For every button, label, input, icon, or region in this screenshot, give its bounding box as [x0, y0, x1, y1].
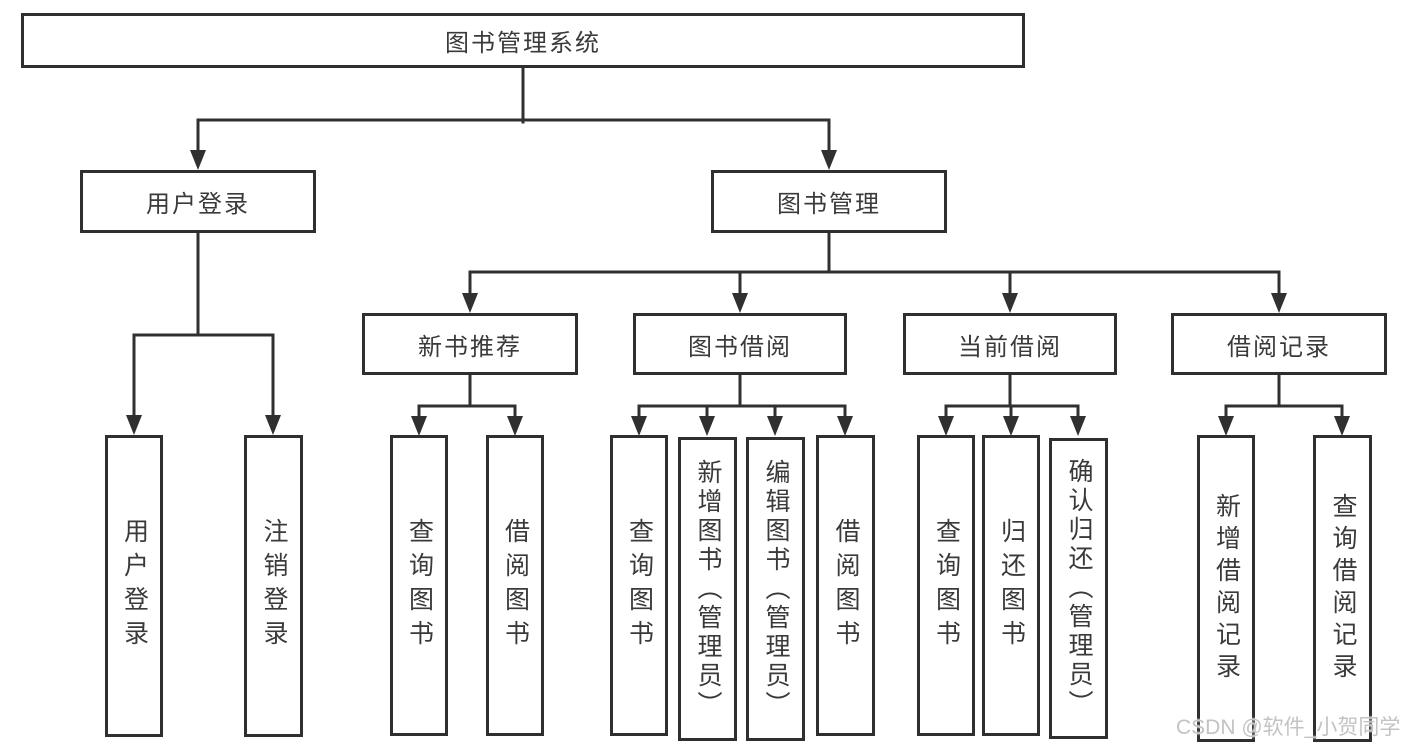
arrowhead — [732, 293, 748, 313]
edge-bookmgmt-branch — [468, 270, 1281, 298]
arrowhead — [126, 415, 142, 435]
arrowhead — [190, 150, 206, 170]
node-new-book-recommendation: 新书推荐 — [362, 313, 578, 375]
leaf-confirm-return-admin-label: 确认归还（管理员） — [1065, 458, 1093, 719]
arrowhead — [411, 416, 427, 436]
leaf-borrow-books-2: 借阅图书 — [816, 435, 875, 736]
leaf-edit-book-admin: 编辑图书（管理员） — [746, 437, 805, 741]
leaf-logout-label: 注销登录 — [260, 518, 288, 654]
node-current-borrowing-label: 当前借阅 — [958, 333, 1062, 361]
edge-newbook-branch — [417, 404, 517, 421]
arrowhead — [699, 416, 715, 436]
node-new-book-recommendation-label: 新书推荐 — [418, 333, 522, 361]
leaf-logout: 注销登录 — [244, 435, 303, 737]
leaf-confirm-return-admin: 确认归还（管理员） — [1049, 438, 1108, 739]
leaf-add-borrow-record: 新增借阅记录 — [1197, 435, 1255, 742]
arrowhead — [837, 416, 853, 436]
leaf-return-book-label: 归还图书 — [997, 517, 1026, 654]
node-borrowing-records-label: 借阅记录 — [1227, 333, 1331, 361]
leaf-add-book-admin-label: 新增图书（管理员） — [694, 458, 722, 720]
arrowhead — [1003, 416, 1019, 436]
leaf-query-books-1-label: 查询图书 — [405, 517, 434, 654]
node-user-login: 用户登录 — [80, 170, 316, 233]
arrowhead — [1334, 416, 1350, 436]
arrowhead — [1070, 416, 1086, 436]
arrowhead — [265, 415, 281, 435]
edge-level1-branch — [196, 118, 831, 156]
node-book-borrowing: 图书借阅 — [633, 313, 847, 375]
edge-records-branch — [1224, 404, 1344, 421]
leaf-query-books-2-label: 查询图书 — [625, 517, 654, 654]
leaf-query-borrow-record: 查询借阅记录 — [1313, 435, 1372, 742]
arrowhead — [507, 416, 523, 436]
arrowhead — [821, 150, 837, 170]
arrowhead — [1002, 293, 1018, 313]
arrowhead — [767, 416, 783, 436]
leaf-borrow-books-1: 借阅图书 — [486, 435, 544, 736]
csdn-watermark: CSDN @软件_小贺同学 — [1176, 716, 1401, 739]
node-book-management: 图书管理 — [711, 170, 947, 233]
leaf-edit-book-admin-label: 编辑图书（管理员） — [762, 458, 790, 720]
arrowhead — [1271, 293, 1287, 313]
leaf-add-book-admin: 新增图书（管理员） — [678, 437, 737, 741]
node-root-label: 图书管理系统 — [445, 30, 601, 57]
leaf-query-books-1: 查询图书 — [390, 435, 448, 736]
node-borrowing-records: 借阅记录 — [1171, 313, 1387, 375]
leaf-add-borrow-record-label: 新增借阅记录 — [1212, 492, 1241, 685]
leaf-query-books-2: 查询图书 — [610, 435, 668, 736]
node-book-borrowing-label: 图书借阅 — [688, 333, 792, 361]
arrowhead — [938, 416, 954, 436]
edge-userlogin-branch — [132, 333, 275, 420]
leaf-return-book: 归还图书 — [982, 435, 1040, 736]
leaf-query-borrow-record-label: 查询借阅记录 — [1329, 492, 1357, 685]
arrowhead — [1218, 416, 1234, 436]
arrowhead — [462, 293, 478, 313]
leaf-borrow-books-2-label: 借阅图书 — [832, 517, 860, 654]
node-root: 图书管理系统 — [21, 13, 1025, 68]
node-current-borrowing: 当前借阅 — [903, 313, 1117, 375]
node-book-management-label: 图书管理 — [777, 191, 881, 218]
leaf-user-login: 用户登录 — [105, 435, 163, 737]
leaf-query-books-3-label: 查询图书 — [932, 517, 961, 654]
arrowhead — [631, 416, 647, 436]
edge-bookborrow-branch — [637, 404, 847, 421]
leaf-query-books-3: 查询图书 — [917, 435, 975, 736]
node-user-login-label: 用户登录 — [146, 191, 250, 218]
leaf-borrow-books-1-label: 借阅图书 — [501, 517, 530, 654]
leaf-user-login-label: 用户登录 — [120, 518, 149, 654]
